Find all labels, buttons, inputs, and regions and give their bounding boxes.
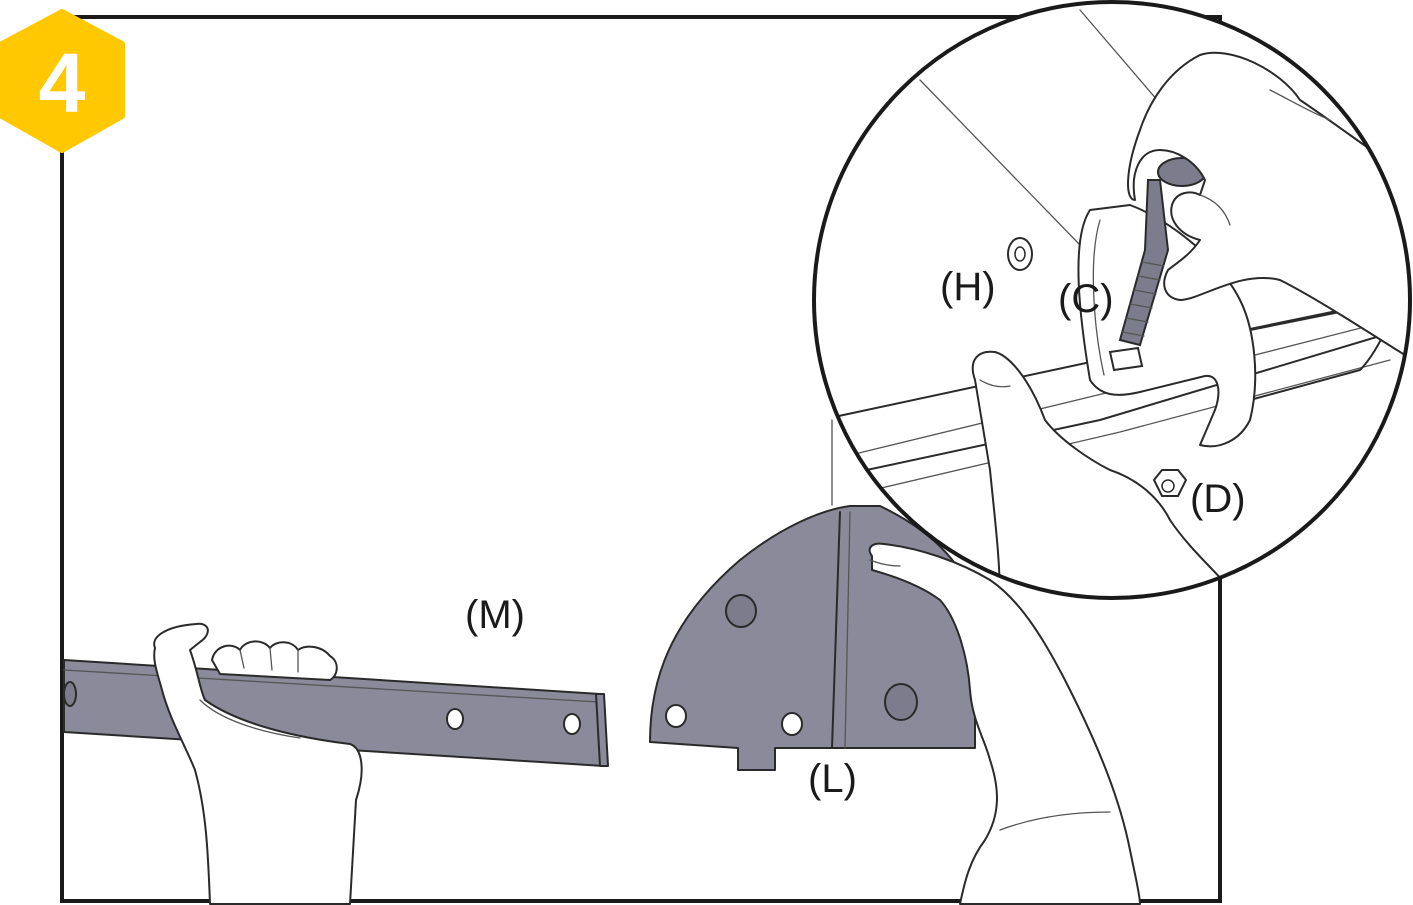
- step-badge: 4: [0, 9, 125, 153]
- label-l: (L): [808, 757, 857, 801]
- left-hand-rail: [153, 622, 363, 905]
- magnifier-border: [812, 0, 1412, 600]
- label-d: (D): [1190, 477, 1246, 521]
- bolt-icon: [1118, 157, 1207, 347]
- washer-icon: [1007, 237, 1033, 271]
- step-number: 4: [39, 36, 86, 130]
- label-h: (H): [940, 265, 996, 309]
- hexagon-badge-icon: [0, 9, 125, 153]
- label-c: (C): [1058, 277, 1114, 321]
- nut-icon: [1152, 469, 1188, 497]
- right-hand-bracket: [868, 542, 1141, 905]
- detail-view: [819, 9, 1410, 598]
- label-m: (M): [465, 593, 525, 637]
